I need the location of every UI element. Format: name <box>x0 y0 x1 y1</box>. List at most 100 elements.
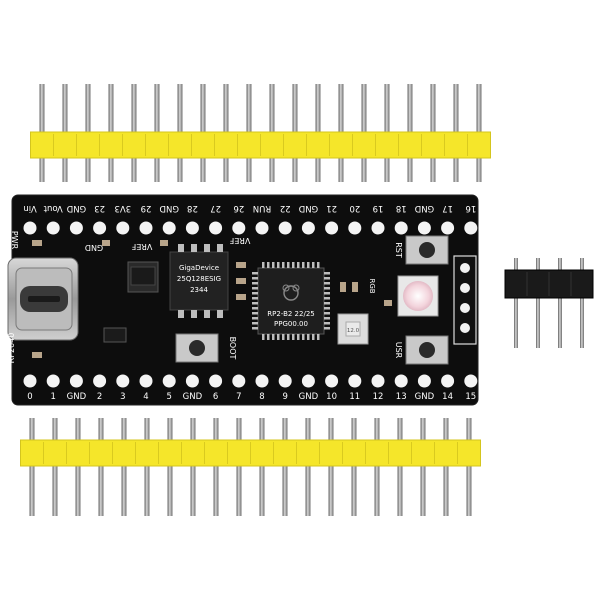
chip-leg <box>287 334 290 340</box>
small-right-angle-header <box>504 258 594 348</box>
top-pin-label: 3V3 <box>114 203 131 213</box>
smd-part <box>236 278 246 284</box>
pin-pad <box>46 374 60 388</box>
header-pin <box>443 418 449 516</box>
chip-leg <box>324 277 330 280</box>
pin-pad <box>209 221 223 235</box>
chip-leg <box>252 317 258 320</box>
flash-chip-text-3: 2344 <box>190 286 208 294</box>
rp2040-chip-legs <box>252 262 330 340</box>
chip-leg <box>267 262 270 268</box>
pin-pad <box>93 221 107 235</box>
reset-button[interactable] <box>405 235 449 265</box>
pin-pad <box>278 221 292 235</box>
chip-leg <box>324 272 330 275</box>
pin-pad <box>417 221 431 235</box>
chip-leg <box>282 262 285 268</box>
header-pin <box>374 418 380 516</box>
small-header-pin <box>558 296 562 348</box>
smd-part <box>352 282 358 292</box>
flash-leg <box>204 244 210 252</box>
top-pin-label: 29 <box>141 203 152 213</box>
flash-chip-legs <box>178 244 223 318</box>
chip-leg <box>324 307 330 310</box>
rp2040-chip: RP2-B2 22/25 PPG00.00 <box>252 262 330 340</box>
smd-part <box>340 282 346 292</box>
chip-leg <box>317 334 320 340</box>
chip-leg <box>262 334 265 340</box>
vref-label-2: VREF <box>229 236 250 245</box>
chip-leg <box>287 262 290 268</box>
chip-leg <box>297 262 300 268</box>
boot-button[interactable] <box>175 333 219 363</box>
chip-leg <box>324 317 330 320</box>
chip-leg <box>324 302 330 305</box>
pin-pad <box>348 374 362 388</box>
top-pin-label: RUN <box>253 203 272 213</box>
bottom-pin-label: 13 <box>396 392 407 402</box>
chip-leg <box>252 292 258 295</box>
header-pin <box>328 418 334 516</box>
pin-pad <box>371 374 385 388</box>
chip-leg <box>324 282 330 285</box>
bottom-pin-label: GND <box>415 392 435 402</box>
small-header-pin <box>514 296 518 348</box>
pin-pad <box>394 221 408 235</box>
flash-leg <box>217 310 223 318</box>
pin-pad <box>255 221 269 235</box>
pin-pad <box>93 374 107 388</box>
small-header-pin <box>536 296 540 348</box>
bottom-pin-label: 14 <box>442 392 453 402</box>
small-header-pin <box>536 258 540 272</box>
chip-leg <box>277 262 280 268</box>
gnd-pad-label: GND <box>85 243 103 252</box>
chip-leg <box>282 334 285 340</box>
bottom-pin-label: GND <box>299 392 319 402</box>
bottom-pin-header <box>20 418 481 516</box>
pin-pad <box>139 221 153 235</box>
smd-part <box>160 240 168 246</box>
pin-pad <box>46 221 60 235</box>
top-pin-header <box>30 84 491 182</box>
chip-leg <box>312 262 315 268</box>
chip-leg <box>324 312 330 315</box>
small-header-pin <box>580 296 584 348</box>
bottom-pin-label: 0 <box>27 392 32 402</box>
pin-pad <box>441 221 455 235</box>
pin-pad <box>232 221 246 235</box>
top-pin-label: 16 <box>465 203 476 213</box>
top-pin-label: 19 <box>373 203 384 213</box>
pin-pad <box>69 374 83 388</box>
chip-leg <box>317 262 320 268</box>
chip-leg <box>277 334 280 340</box>
bottom-pin-label: 12 <box>373 392 384 402</box>
flash-chip-text-2: 25Q128ESIG <box>177 275 221 283</box>
crystal-text: 12.0 <box>347 328 360 334</box>
chip-leg <box>312 334 315 340</box>
header-pin <box>98 418 104 516</box>
flash-chip: GigaDevice 25Q128ESIG 2344 <box>169 244 229 318</box>
top-pin-label: Vout <box>43 203 63 213</box>
small-header-pin <box>514 258 518 272</box>
smd-part <box>236 294 246 300</box>
header-pin <box>397 418 403 516</box>
top-pin-label: 28 <box>187 203 198 213</box>
rgb-led <box>397 275 439 317</box>
chip-leg <box>272 334 275 340</box>
pin-pad <box>348 221 362 235</box>
top-pin-label: 18 <box>396 203 407 213</box>
flash-leg <box>178 310 184 318</box>
pin-pad <box>301 374 315 388</box>
user-button[interactable] <box>405 335 449 365</box>
chip-leg <box>324 327 330 330</box>
pin-pad <box>464 221 478 235</box>
bottom-pin-label: 15 <box>465 392 476 402</box>
smd-part <box>32 352 42 358</box>
top-pin-label: 21 <box>326 203 337 213</box>
header-pin <box>213 418 219 516</box>
model-label: RP2040 <box>7 333 16 364</box>
chip-leg <box>324 297 330 300</box>
